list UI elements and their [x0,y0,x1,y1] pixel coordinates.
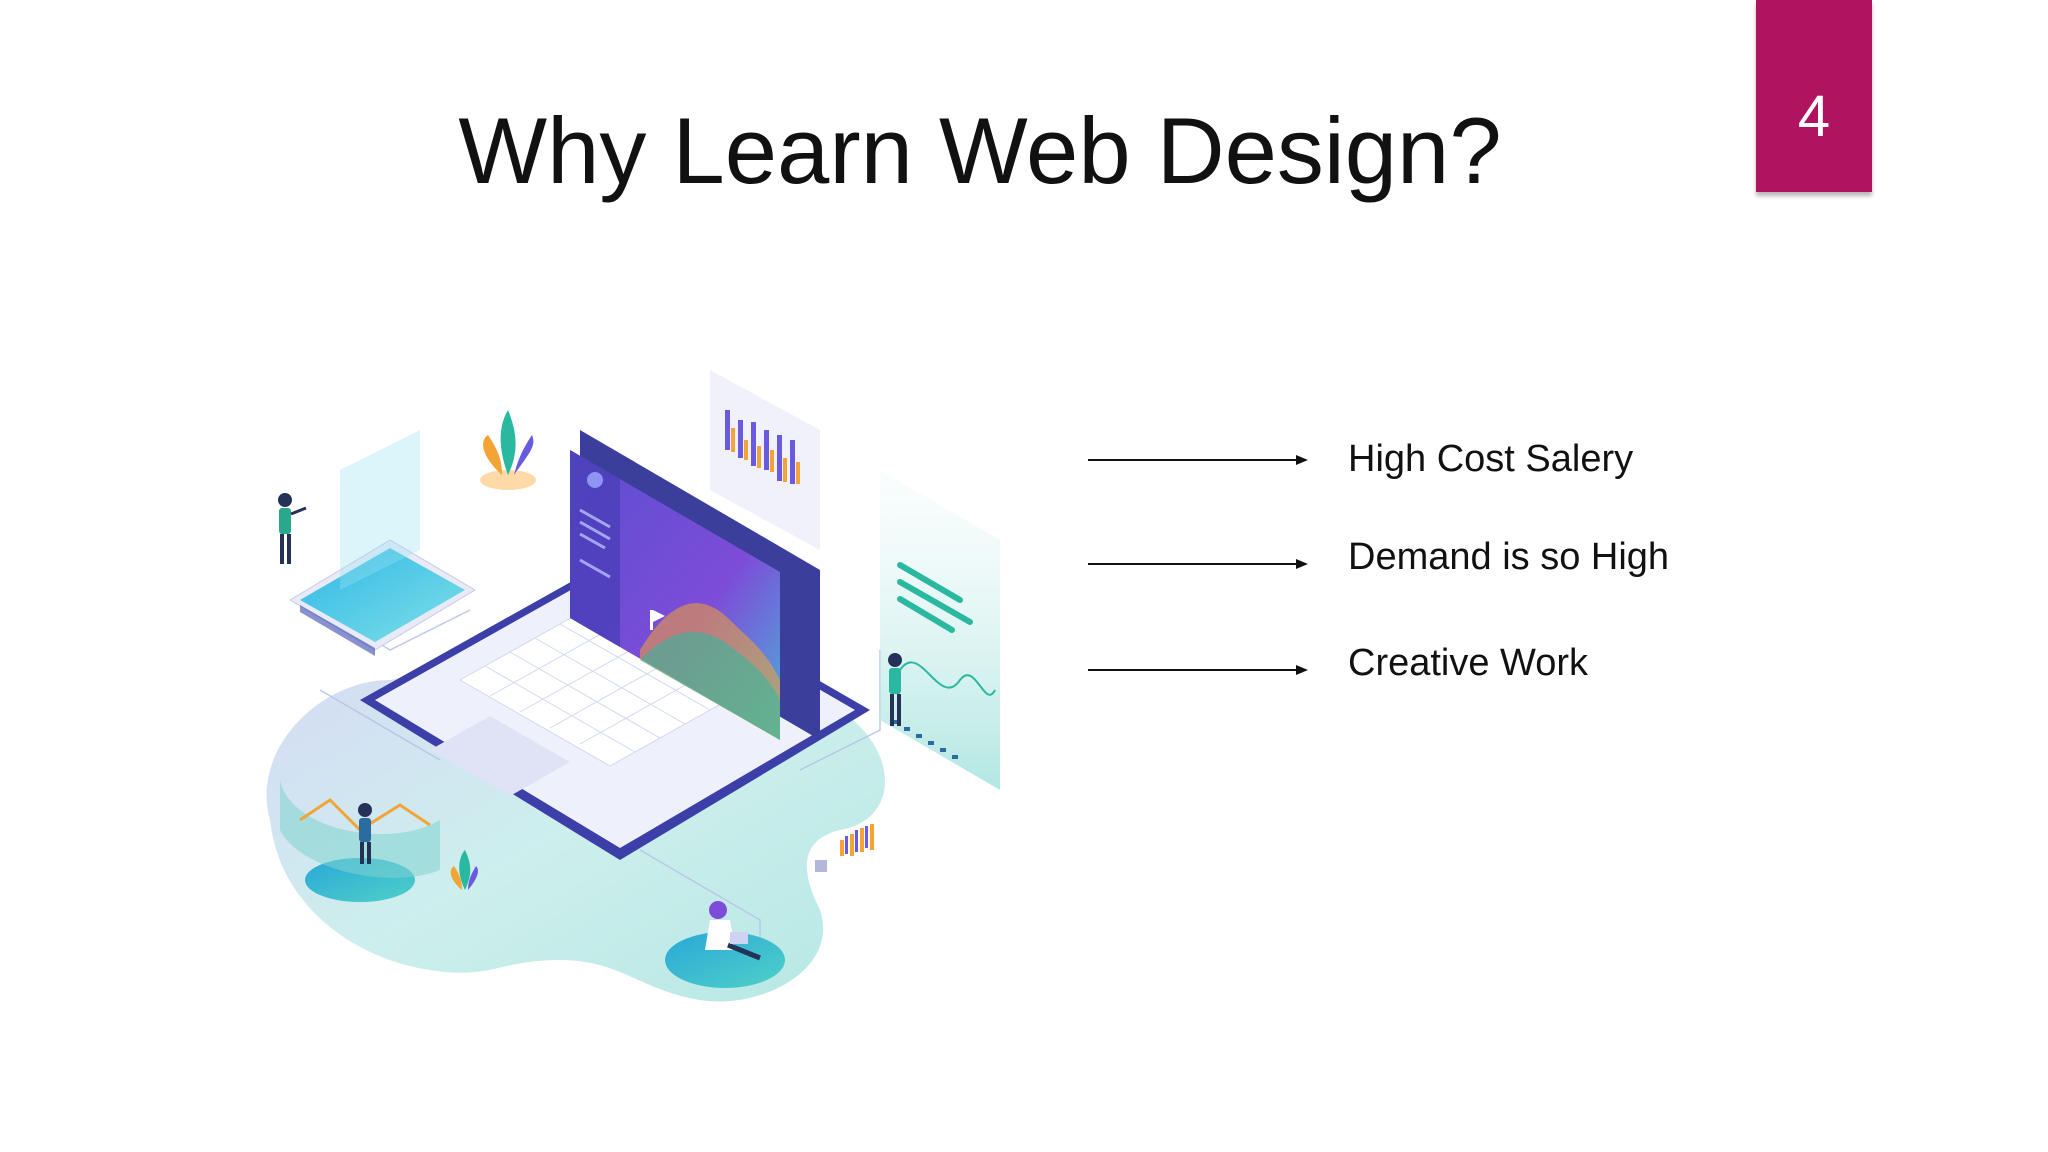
bullet-item: Demand is so High [1088,528,1788,588]
arrow-right-icon [1088,559,1308,569]
page-number-badge: 4 [1756,0,1872,192]
bullet-item: High Cost Salery [1088,430,1788,490]
slide-title: Why Learn Web Design? [458,98,1502,203]
laptop-web-design-illustration [266,370,1000,1002]
bullet-label: Creative Work [1348,642,1589,684]
page-number: 4 [1797,84,1831,149]
arrow-right-icon [1088,665,1308,675]
bullet-item: Creative Work [1088,634,1788,694]
bullet-label: High Cost Salery [1348,438,1634,480]
arrow-right-icon [1088,455,1308,465]
bullet-label: Demand is so High [1348,536,1670,578]
